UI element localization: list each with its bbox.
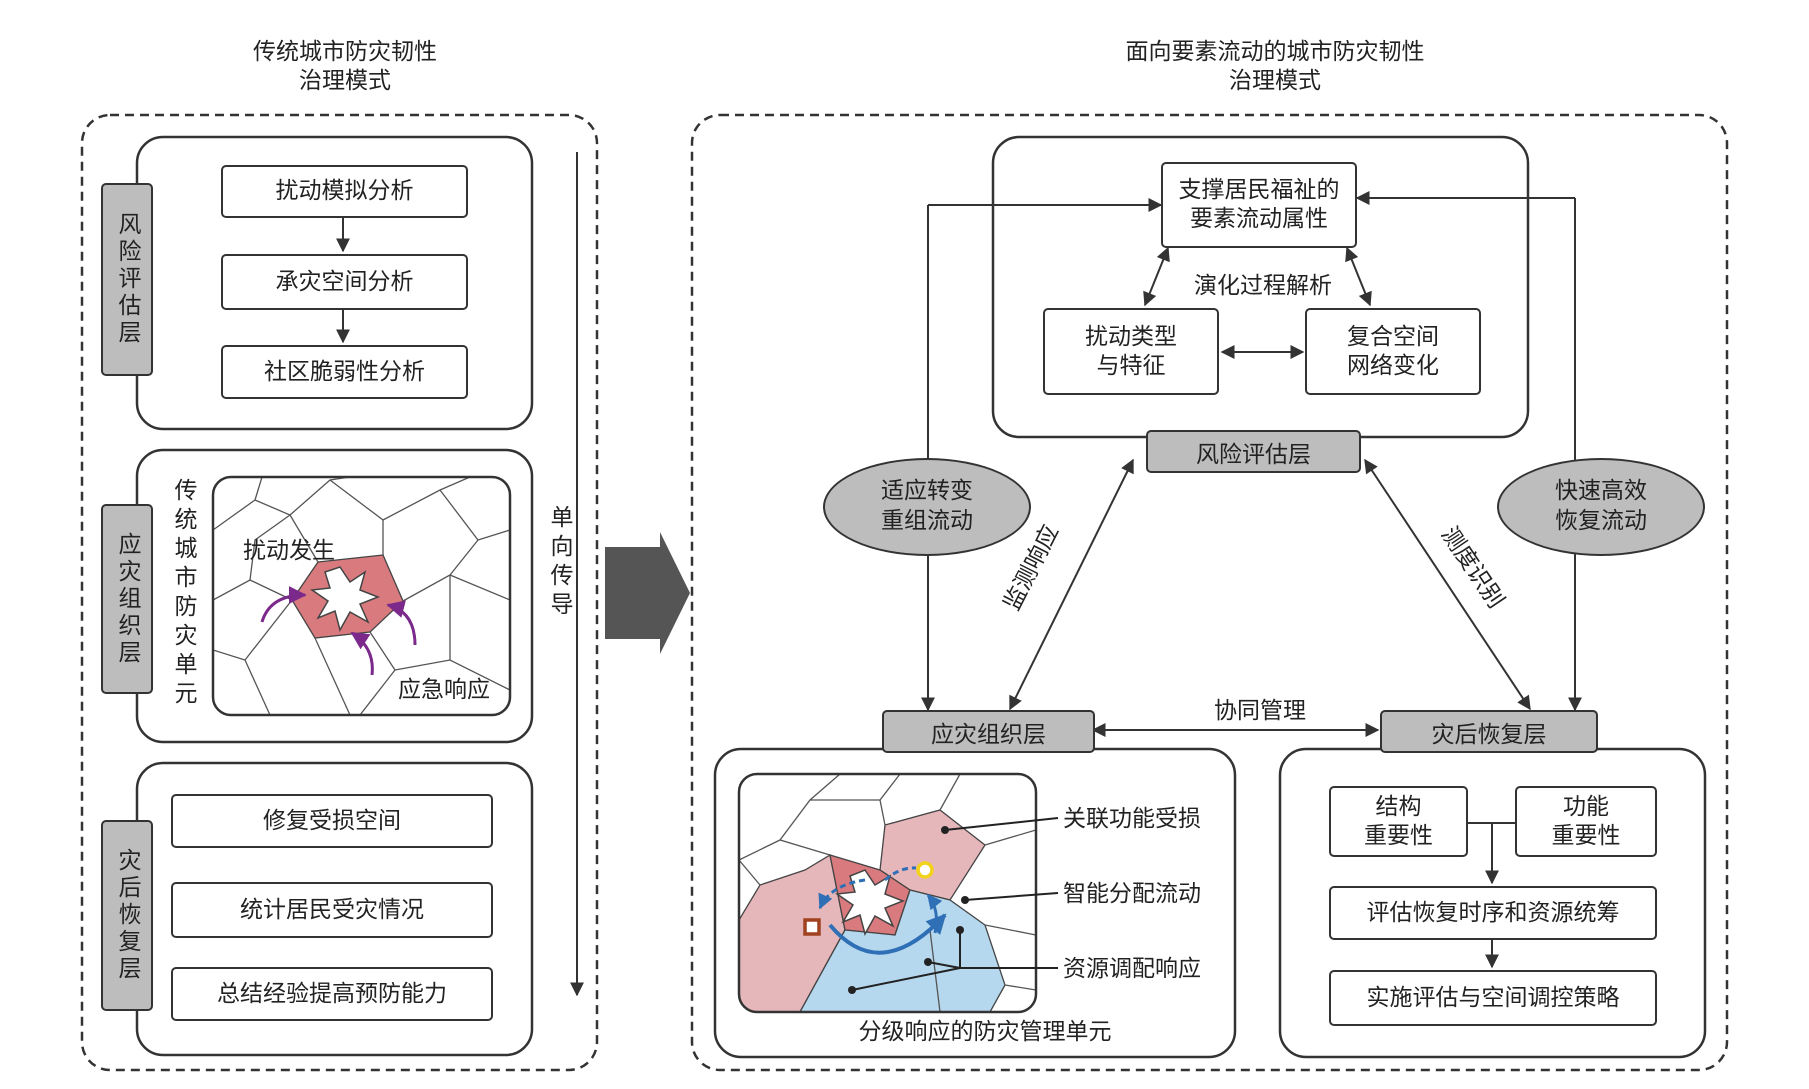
right-risk-layer-tag: 风险评估层 [1146,430,1361,473]
left-model-frame [80,113,599,1072]
left-unit-map [213,477,510,715]
evolution-analysis-label: 演化过程解析 [1194,273,1332,299]
step-summarize-experience: 总结经验提高预防能力 [171,967,493,1021]
monitor-response-arrow [1009,458,1134,711]
callout-line-3c [851,967,961,991]
right-recovery-layer-tag: 灾后恢复层 [1380,710,1598,753]
right-burst-icon [834,869,906,936]
disturbance-occurs-label: 扰动发生 [243,538,335,564]
network-change-box: 复合空间 网络变化 [1305,308,1481,395]
attr-to-disturbance-arrow [1143,246,1170,307]
emergency-response-label: 应急响应 [398,677,490,703]
left-response-arrow-2 [386,600,417,646]
left-risk-layer-tag: 风险评估层 [101,183,153,376]
right-flow-dashed-left [818,878,866,910]
right-unit-map [739,774,1036,1012]
right-model-title: 面向要素流动的城市防灾韧性 治理模式 [1125,39,1425,94]
assessment-box: 评估恢复时序和资源统筹 [1329,886,1657,940]
left-response-arrow-1 [260,586,307,623]
callout-line-1 [944,817,1059,831]
function-importance-box: 功能 重要性 [1515,786,1657,857]
disturbance-type-box: 扰动类型 与特征 [1043,308,1219,395]
left-model-title: 传统城市防灾韧性 治理模式 [253,39,437,94]
right-flow-arrow [828,913,947,955]
adapt-reorganize-oval: 适应转变 重组流动 [823,458,1031,556]
step-disturbance-sim: 扰动模拟分析 [221,165,468,218]
left-response-layer-tag: 应灾组织层 [101,504,153,694]
fast-recovery-oval: 快速高效 恢复流动 [1497,458,1705,556]
step-repair-space: 修复受损空间 [171,794,493,848]
right-unit-map-frame [737,772,1038,1014]
callout-line-3b [927,961,961,969]
attr-to-network-arrow [1345,246,1372,307]
coordinated-management-label: 协同管理 [1214,698,1306,724]
right-flow-dashed-right [884,866,917,882]
measure-identify-arrow [1364,458,1531,711]
left-recovery-layer-tag: 灾后恢复层 [101,820,153,1011]
left-response-arrow-3 [350,631,374,676]
callout-smart-allocation: 智能分配流动 [1063,881,1201,907]
demand-node-marker [803,918,821,936]
step-community-vulnerability: 社区脆弱性分析 [221,345,468,399]
transition-arrow [605,532,690,654]
callout-line-2 [964,892,1059,901]
right-response-layer-tag: 应灾组织层 [882,710,1095,753]
left-unit-map-frame [211,475,512,717]
callout-resource-dispatch: 资源调配响应 [1063,956,1201,982]
graded-unit-caption: 分级响应的防灾管理单元 [858,1019,1112,1045]
resource-node-marker [916,861,934,879]
callout-linked-damage: 关联功能受损 [1063,806,1201,832]
right-flow-arrow-up [926,893,943,934]
right-model-frame [690,113,1729,1072]
step-count-victims: 统计居民受灾情况 [171,882,493,938]
flow-attributes-box: 支撑居民福祉的 要素流动属性 [1161,162,1357,248]
traditional-unit-label: 传统城市防灾单元 [170,478,196,710]
step-exposed-space: 承灾空间分析 [221,254,468,310]
strategy-box: 实施评估与空间调控策略 [1329,970,1657,1026]
left-burst-icon [309,566,381,632]
structure-importance-box: 结构 重要性 [1329,786,1468,857]
one-way-flow-label: 单向传导 [546,505,572,621]
